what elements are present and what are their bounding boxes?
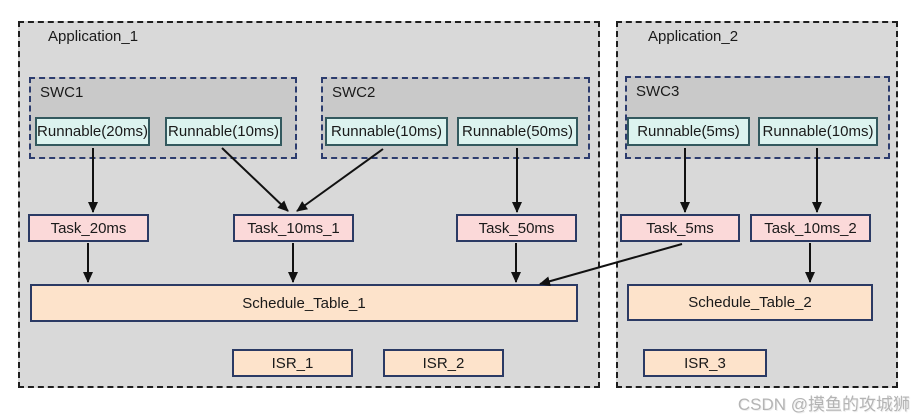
runnable-10ms-swc1: Runnable(10ms): [165, 117, 282, 146]
runnable-5ms-swc3: Runnable(5ms): [627, 117, 750, 146]
isr-2: ISR_2: [383, 349, 504, 377]
swc1-label: SWC1: [40, 84, 84, 101]
application-1-label: Application_1: [48, 28, 139, 45]
task-5ms: Task_5ms: [620, 214, 740, 242]
swc3-label: SWC3: [636, 83, 680, 100]
task-20ms: Task_20ms: [28, 214, 149, 242]
task-10ms-2: Task_10ms_2: [750, 214, 871, 242]
task-50ms: Task_50ms: [456, 214, 577, 242]
runnable-20ms-swc1: Runnable(20ms): [35, 117, 150, 146]
runnable-50ms-swc2: Runnable(50ms): [457, 117, 578, 146]
schedule-table-2: Schedule_Table_2: [627, 284, 873, 321]
watermark-text: CSDN @摸鱼的攻城狮: [737, 395, 910, 414]
schedule-table-1: Schedule_Table_1: [30, 284, 578, 322]
isr-3: ISR_3: [643, 349, 767, 377]
runnable-10ms-swc2: Runnable(10ms): [325, 117, 448, 146]
isr-1: ISR_1: [232, 349, 353, 377]
application-2-label: Application_2: [648, 28, 739, 45]
runnable-10ms-swc3: Runnable(10ms): [758, 117, 878, 146]
task-10ms-1: Task_10ms_1: [233, 214, 354, 242]
swc2-label: SWC2: [332, 84, 376, 101]
